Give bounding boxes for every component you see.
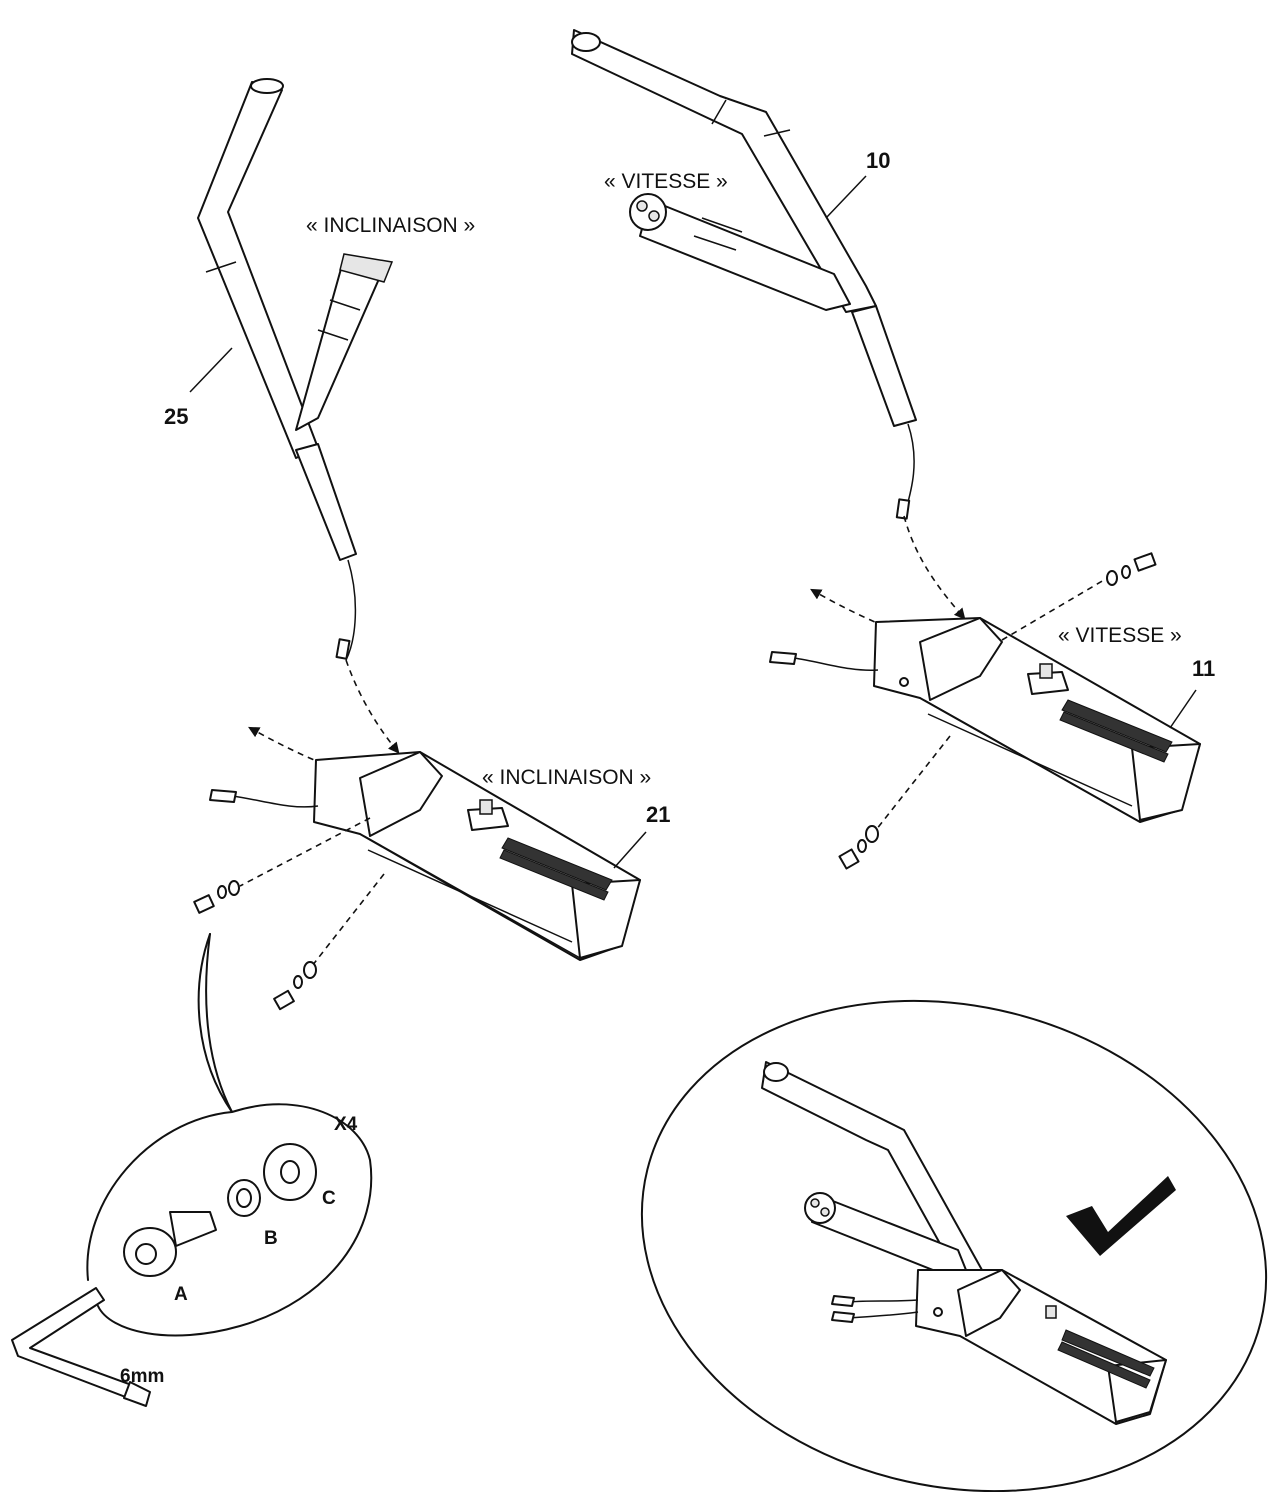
leader-11 [1169, 689, 1197, 729]
hardware-callout [11, 933, 373, 1407]
lock-washer-b [227, 1179, 261, 1217]
bolt-path-right-side [1001, 579, 1105, 641]
right-side-bolt-set [1106, 552, 1157, 586]
left-side-bolt-set [193, 880, 240, 914]
left-handlebar-tube [197, 78, 394, 661]
right-console-grille [1059, 699, 1173, 763]
label-hardware-a: A [174, 1284, 188, 1305]
left-bottom-bolt-set [273, 961, 317, 1011]
checkmark-icon [1066, 1176, 1176, 1256]
bolt-path-right-bottom [875, 735, 951, 831]
bolt-a [123, 1211, 217, 1277]
label-part-11: 11 [1192, 656, 1215, 681]
label-hardware-b: B [264, 1228, 278, 1249]
insert-arrow-right [903, 515, 966, 620]
leader-21 [613, 831, 647, 869]
right-handlebar-tube [571, 29, 917, 520]
label-part-21: 21 [646, 802, 670, 827]
label-part-25: 25 [164, 404, 188, 429]
leader-25 [189, 347, 233, 393]
label-part-10: 10 [866, 148, 890, 173]
left-console-grille [499, 837, 613, 901]
label-incline-bottom: « INCLINAISON » [482, 766, 651, 789]
label-hardware-c: C [322, 1188, 336, 1209]
right-bottom-bolt-set [838, 825, 879, 870]
bolt-path-left-side [239, 817, 371, 887]
insert-arrow-left [345, 659, 400, 754]
left-console-body [209, 751, 641, 961]
label-incline-top: « INCLINAISON » [306, 214, 475, 237]
label-quantity: X4 [334, 1114, 358, 1135]
label-wrench-size: 6mm [120, 1366, 164, 1387]
right-console-body [769, 617, 1201, 823]
allen-key-icon [11, 1287, 151, 1407]
flat-washer-c [263, 1143, 317, 1201]
bolt-path-left-bottom [311, 873, 385, 967]
label-speed-bottom: « VITESSE » [1058, 624, 1182, 647]
leader-10 [825, 175, 867, 219]
label-speed-top: « VITESSE » [604, 170, 728, 193]
final-assembly-view [640, 999, 1268, 1492]
